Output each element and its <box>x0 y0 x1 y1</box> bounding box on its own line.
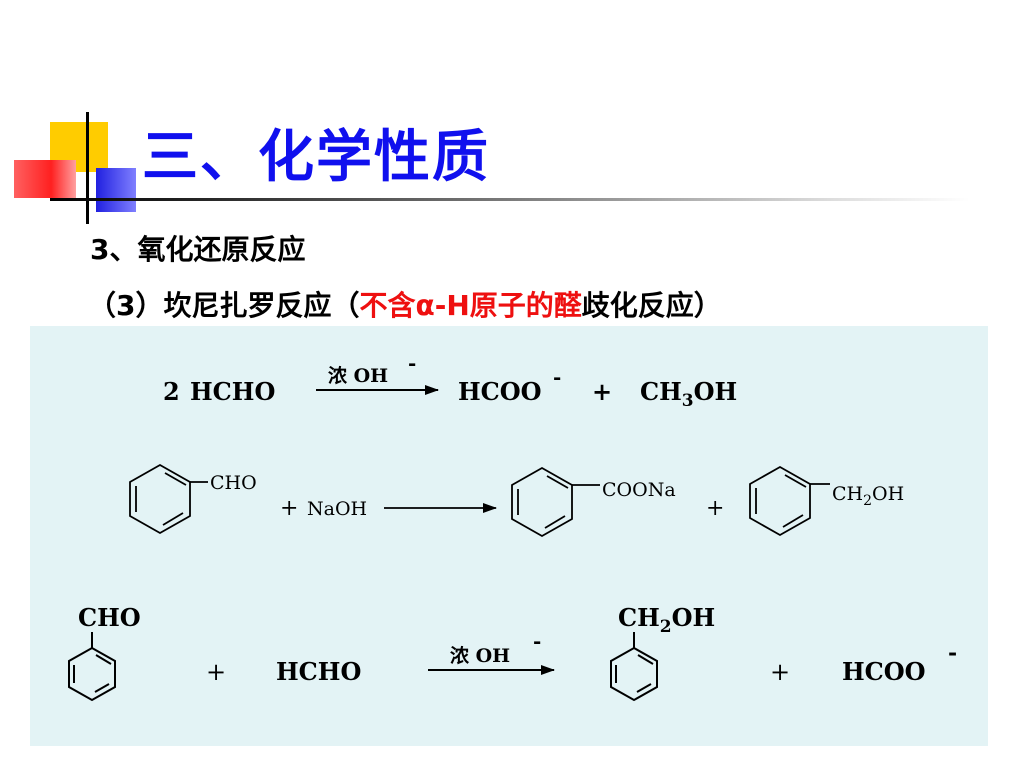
r1-plus: + <box>592 377 612 406</box>
subheading-prefix: （3）坎尼扎罗反应（ <box>88 289 360 322</box>
reaction-2: CHO + NaOH COONa + CH2OH <box>129 463 904 538</box>
r1-product1: HCOO <box>458 377 542 406</box>
decor-vertical-line <box>86 112 89 224</box>
decor-red-bar <box>14 160 76 198</box>
benzene-ring-r3-1 <box>68 632 116 702</box>
subheading-suffix: 歧化反应） <box>581 289 722 322</box>
r2-sub3-a: CH <box>832 483 863 505</box>
slide-title: 三、化学性质 <box>142 125 490 190</box>
r3-condition-sup: - <box>533 629 541 653</box>
r3-sub2-sub: 2 <box>660 617 672 637</box>
r2-reagent: NaOH <box>307 498 367 520</box>
section-subheading: （3）坎尼扎罗反应（不含α-H原子的醛歧化反应） <box>88 284 722 324</box>
reaction-panel: 2 HCHO 浓 OH - HCOO - + CH3OH CHO + NaOH <box>30 326 988 746</box>
r2-sub3-sub: 2 <box>863 493 872 509</box>
title-underline <box>50 198 970 201</box>
r3-plus2: + <box>770 658 790 686</box>
r1-product2-a: CH <box>640 377 682 406</box>
benzene-ring-r3-2 <box>610 632 658 702</box>
r3-product2-sup: - <box>948 640 957 666</box>
reaction-3: CHO + HCHO 浓 OH - CH2OH + HCOO <box>68 603 957 702</box>
r1-condition: 浓 OH <box>328 365 388 387</box>
r3-condition: 浓 OH <box>450 645 510 667</box>
r1-product2: CH3OH <box>640 377 737 411</box>
subheading-highlight: 不含α-H原子的醛 <box>359 289 582 322</box>
r1-product2-b: OH <box>694 377 738 406</box>
benzene-ring-r2-2 <box>511 466 600 538</box>
benzene-ring-r2-3 <box>749 465 830 537</box>
r1-condition-sup: - <box>408 351 416 375</box>
r1-product2-sub: 3 <box>682 391 694 411</box>
reaction-1: 2 HCHO 浓 OH - HCOO - + CH3OH <box>163 351 737 411</box>
r2-plus2: + <box>706 496 724 521</box>
reaction-diagram: 2 HCHO 浓 OH - HCOO - + CH3OH CHO + NaOH <box>68 351 957 702</box>
r3-plus1: + <box>206 658 226 686</box>
r2-sub3-group: CH2OH <box>832 483 904 509</box>
r2-plus1: + <box>280 496 298 521</box>
r1-coefficient: 2 <box>163 377 180 406</box>
r2-sub2-group: COONa <box>602 479 676 501</box>
r2-sub1-group: CHO <box>210 472 257 494</box>
section-heading: 3、氧化还原反应 <box>90 233 306 266</box>
r3-sub2-a: CH <box>618 603 660 632</box>
benzene-ring-r2-1 <box>129 463 208 535</box>
r1-product1-sup: - <box>553 365 561 389</box>
r3-product2: HCOO <box>842 657 926 686</box>
decor-blue-square <box>96 168 136 212</box>
r2-sub3-b: OH <box>872 483 904 505</box>
r3-sub1-group: CHO <box>78 603 141 632</box>
r3-sub2-group: CH2OH <box>618 603 715 637</box>
r1-reactant: HCHO <box>190 377 275 406</box>
r3-sub2-b: OH <box>672 603 716 632</box>
r3-reactant2: HCHO <box>276 657 361 686</box>
